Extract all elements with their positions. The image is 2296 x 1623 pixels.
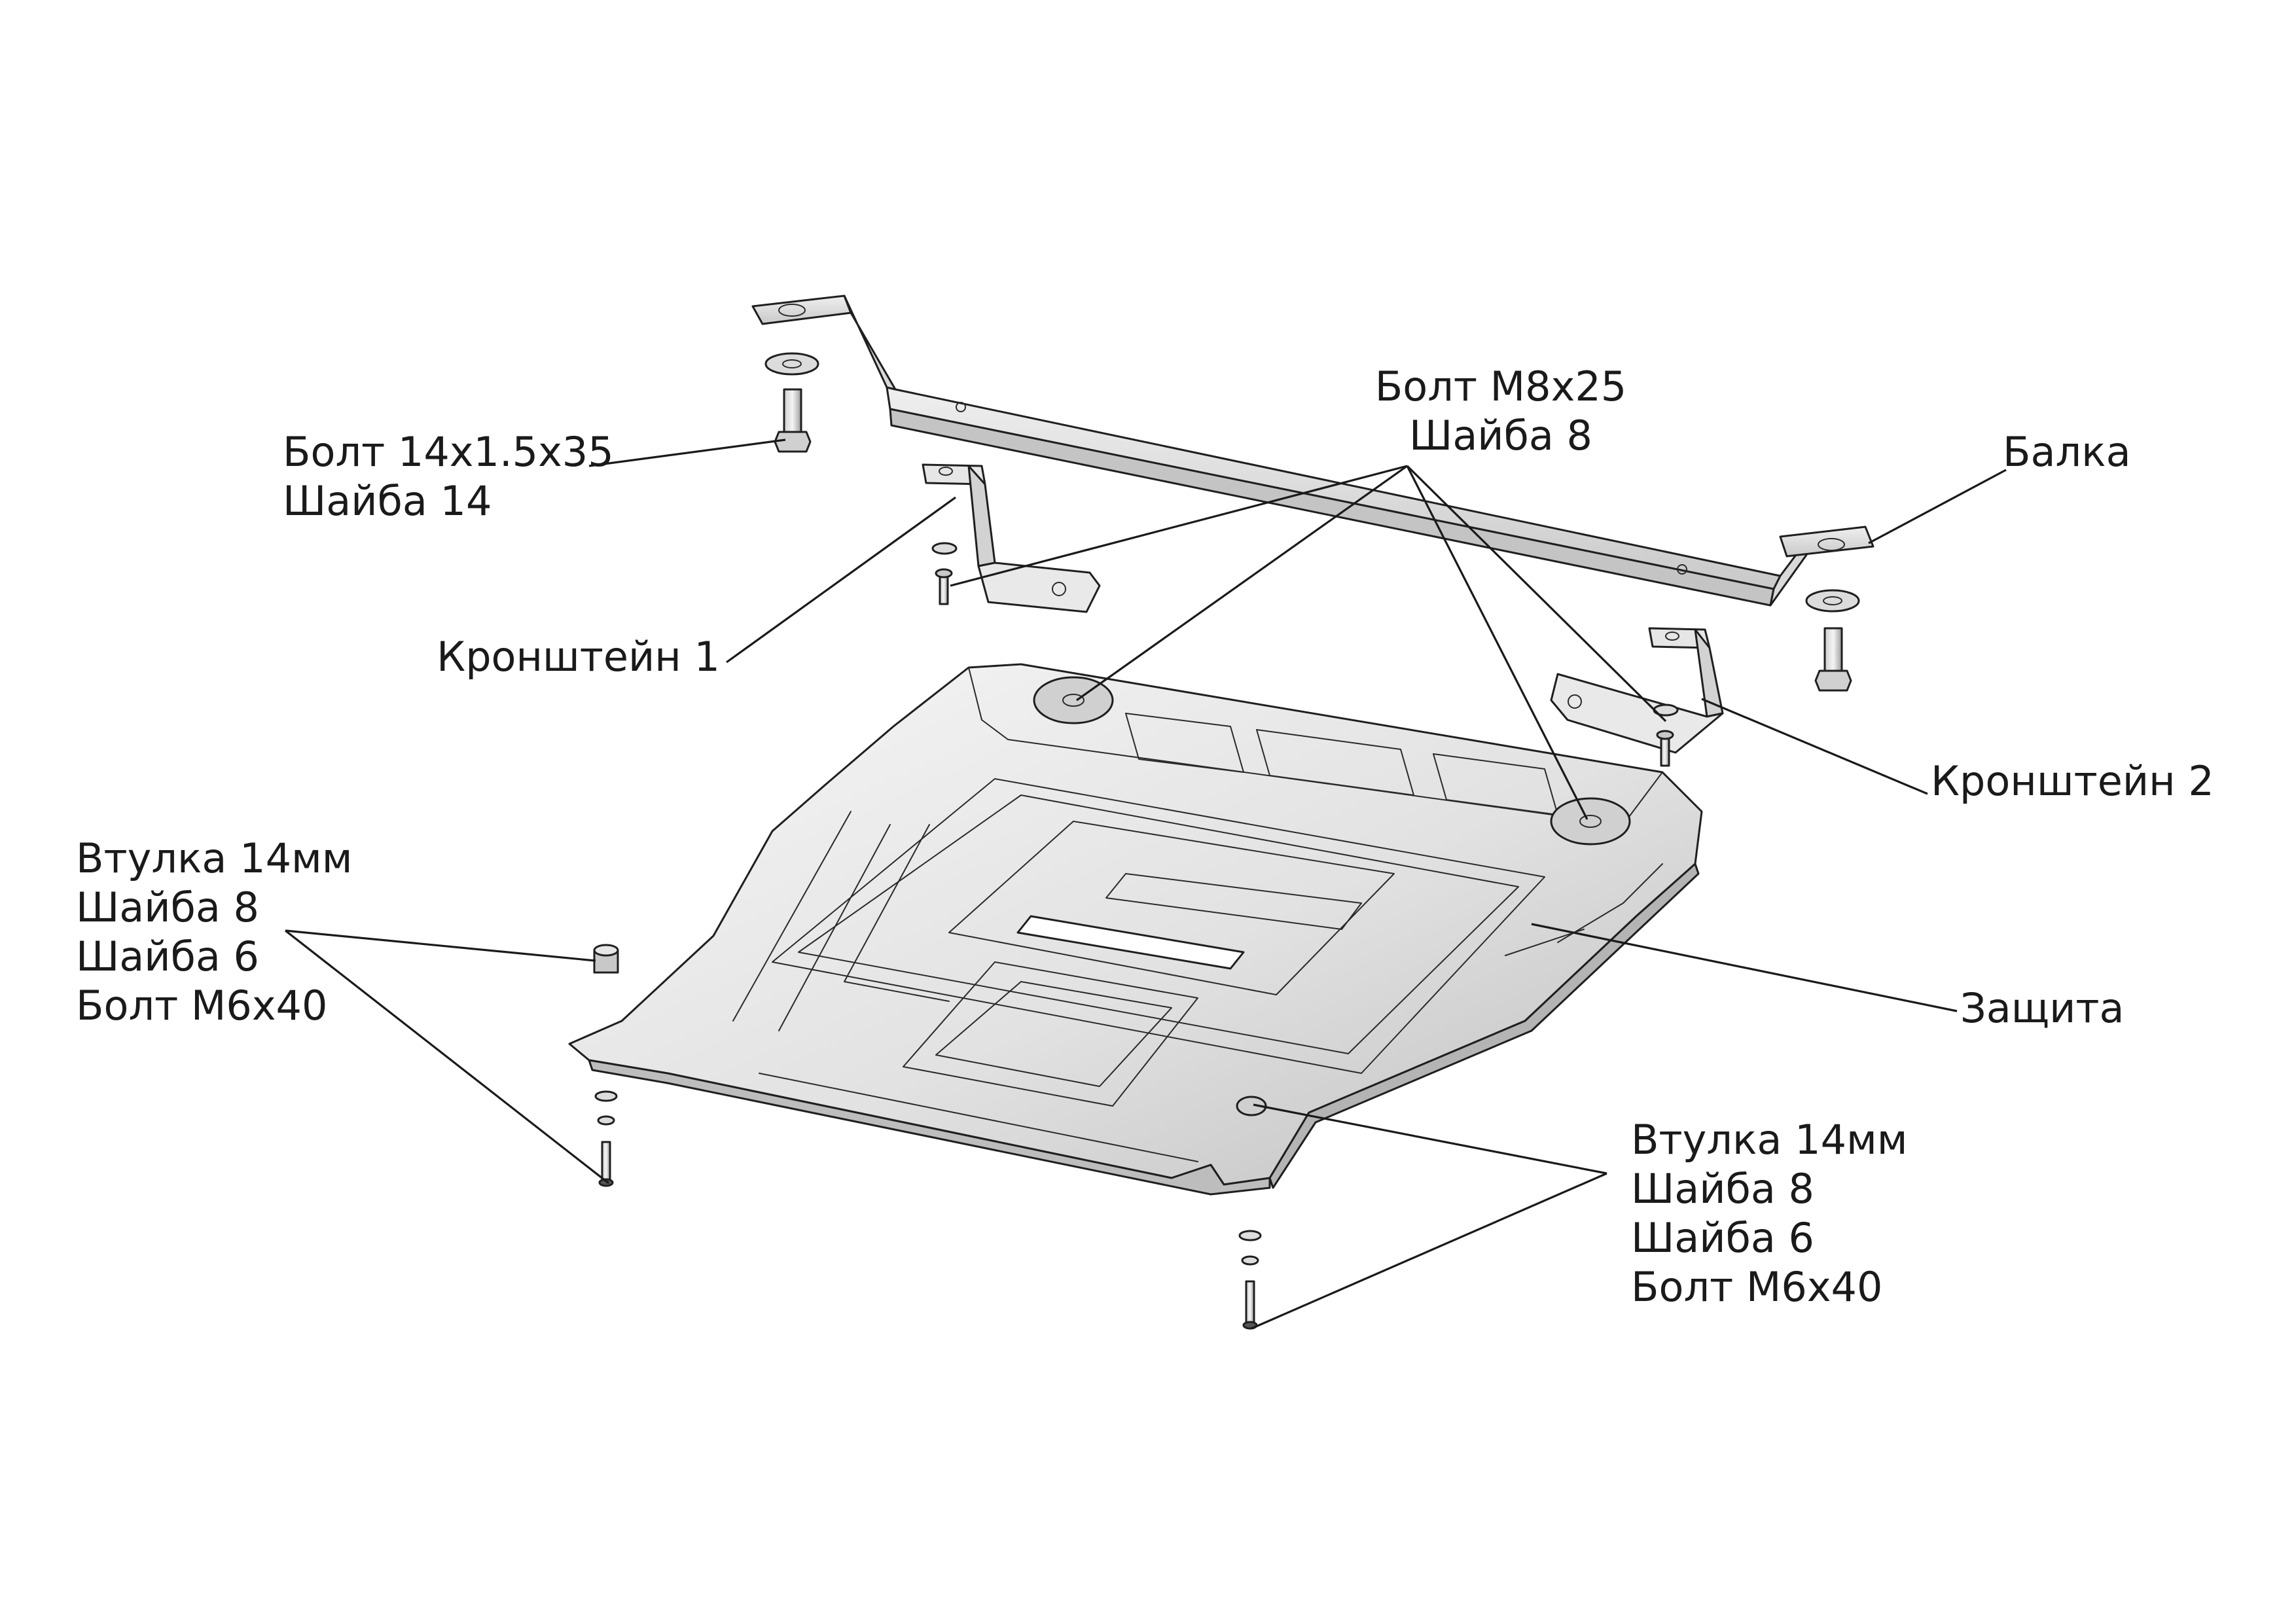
callout-shield: Защита xyxy=(1960,984,2125,1032)
leader-bolt-m8-bracket-1 xyxy=(950,465,1408,587)
washer-6-label-right: Шайба 6 xyxy=(1631,1214,1814,1262)
leader-fasteners-left-sleeve xyxy=(285,929,596,962)
washer-8-label-right: Шайба 8 xyxy=(1631,1165,1814,1213)
beam-part xyxy=(751,294,1874,607)
beam-label: Балка xyxy=(2003,428,2131,476)
callout-fasteners-left: Втулка 14мм Шайба 8 Шайба 6 Болт М6х40 xyxy=(76,834,353,1029)
bolt-m6-label-right: Болт М6х40 xyxy=(1631,1263,1882,1311)
leader-bolt-m8-shield-right xyxy=(1406,465,1588,820)
callout-fasteners-right: Втулка 14мм Шайба 8 Шайба 6 Болт М6х40 xyxy=(1631,1116,1908,1311)
shield-part xyxy=(568,663,1703,1196)
bolt-14-right xyxy=(1805,589,1860,692)
sleeve-14-label-left: Втулка 14мм xyxy=(76,834,353,882)
leader-bolt-m8-bracket-2 xyxy=(1406,465,1667,722)
bolt-14-left xyxy=(764,352,819,453)
callout-bolt-14: Болт 14x1.5x35 Шайба 14 xyxy=(283,428,614,525)
fastener-stack-left xyxy=(593,944,619,1187)
leader-fasteners-right-bolt xyxy=(1251,1172,1607,1330)
leader-bolt-14 xyxy=(588,438,786,467)
leader-shield xyxy=(1531,923,1958,1012)
bolt-14-label: Болт 14x1.5x35 xyxy=(283,428,614,476)
leader-bracket-1 xyxy=(726,496,956,664)
washer-8-label-left: Шайба 8 xyxy=(76,883,259,931)
bracket-2-label: Кронштейн 2 xyxy=(1931,757,2214,805)
bracket-1-part xyxy=(922,463,1101,613)
leader-bracket-2 xyxy=(1701,698,1928,795)
bracket-1-label: Кронштейн 1 xyxy=(437,633,720,681)
callout-beam: Балка xyxy=(2003,428,2131,476)
washer-6-label-left: Шайба 6 xyxy=(76,933,259,980)
callout-bracket-2: Кронштейн 2 xyxy=(1931,757,2214,805)
washer-14-label: Шайба 14 xyxy=(283,477,492,525)
washer-8-label: Шайба 8 xyxy=(1409,412,1592,459)
shield-label: Защита xyxy=(1960,984,2125,1032)
leader-lines xyxy=(285,438,2007,1330)
fastener-stack-right xyxy=(1238,1230,1262,1330)
bolt-m6-label-left: Болт М6х40 xyxy=(76,982,327,1029)
leader-bolt-m8-shield-left xyxy=(1076,465,1408,702)
bolt-m8-label: Болт М8х25 xyxy=(1375,363,1626,410)
leader-beam xyxy=(1868,469,2007,544)
callout-bolt-m8: Болт М8х25 Шайба 8 xyxy=(1375,363,1626,459)
callout-bracket-1: Кронштейн 1 xyxy=(437,633,720,681)
bracket-2-part xyxy=(1550,627,1724,754)
sleeve-14-label-right: Втулка 14мм xyxy=(1631,1116,1908,1164)
bolt-m8-bracket-1 xyxy=(931,542,958,605)
leader-fasteners-left-bolt xyxy=(285,929,609,1185)
bolt-m8-bracket-2 xyxy=(1653,704,1679,767)
leader-fasteners-right-sleeve xyxy=(1253,1103,1607,1175)
